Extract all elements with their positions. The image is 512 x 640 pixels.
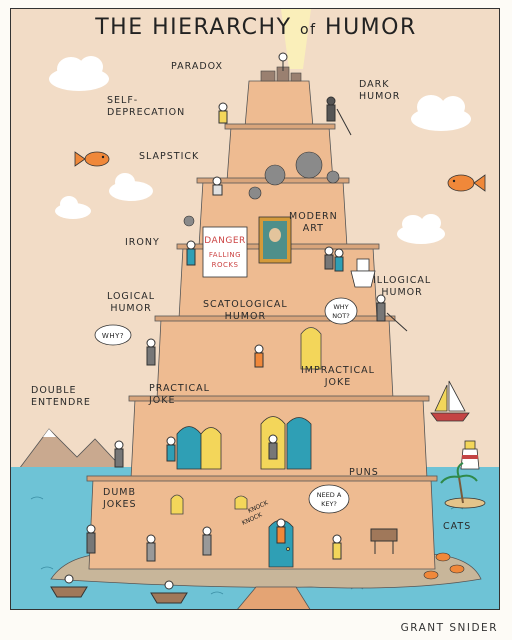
bubble-why-not-line2: NOT? xyxy=(332,312,349,320)
toilet xyxy=(350,258,376,288)
label-puns: PUNS xyxy=(349,467,379,478)
figure-paradox xyxy=(278,52,288,71)
cloud-right xyxy=(397,214,445,244)
palm-island xyxy=(440,462,486,509)
sign-falling-text: FALLING xyxy=(209,251,241,259)
figure-logical-humor xyxy=(146,338,156,366)
figure-practical-joke xyxy=(166,436,176,462)
lighthouse xyxy=(460,440,480,470)
title-of: of xyxy=(300,22,317,38)
figure-double-entendre xyxy=(114,440,124,468)
window-arch-scatological xyxy=(300,327,322,370)
sign-rocks-text: ROCKS xyxy=(212,261,239,269)
flying-fish-left xyxy=(74,151,110,167)
tier-1 xyxy=(88,478,436,570)
sign-danger-text: DANGER xyxy=(204,236,246,246)
speech-bubble-need-key: NEED A KEY? xyxy=(308,484,350,514)
figure-self-deprecation xyxy=(218,102,228,124)
figure-illogical-humor xyxy=(376,294,408,332)
speech-bubble-why: WHY? xyxy=(94,324,132,346)
figure-slapstick xyxy=(212,176,223,196)
falling-rocks xyxy=(183,151,340,227)
bubble-why-text: WHY? xyxy=(102,332,124,340)
cloud-top-left xyxy=(49,56,109,91)
bubble-need-key-line2: KEY? xyxy=(321,500,337,508)
figure-modern-art xyxy=(324,246,344,272)
door-practical-left xyxy=(176,426,202,470)
label-practical-joke: PRACTICAL JOKE xyxy=(149,383,210,406)
figure-boat xyxy=(50,574,88,598)
figure-dumb-jokes xyxy=(86,524,212,562)
cloud-mid-left xyxy=(109,173,153,201)
comic-frame: DANGER FALLING ROCKS WHY? WHY NOT? NEED … xyxy=(10,8,500,610)
tower-illustration: DANGER FALLING ROCKS WHY? WHY NOT? NEED … xyxy=(11,9,499,609)
donkey xyxy=(370,528,398,554)
doors xyxy=(176,416,312,568)
label-logical-humor: LOGICAL HUMOR xyxy=(107,291,156,314)
cloud-top-right xyxy=(411,95,471,131)
door-practical-right xyxy=(200,427,222,470)
label-cats: CATS xyxy=(443,521,472,532)
label-dumb-jokes: DUMB JOKES xyxy=(103,487,137,510)
tier-7 xyxy=(244,80,314,128)
label-dark-humor: DARK HUMOR xyxy=(359,79,401,102)
light-beam xyxy=(281,9,311,69)
door-impractical xyxy=(286,417,312,470)
label-irony: IRONY xyxy=(125,237,160,248)
danger-sign: DANGER FALLING ROCKS xyxy=(202,226,248,278)
bubble-why-not-line1: WHY xyxy=(333,303,348,311)
figure-impractical-joke xyxy=(268,434,278,460)
figure-scatological xyxy=(254,344,264,368)
label-self-deprecation: SELF- DEPRECATION xyxy=(107,95,186,118)
label-modern-art: MODERN ART xyxy=(289,211,338,234)
artist-signature: GRANT SNIDER xyxy=(400,622,498,634)
label-illogical-humor: ILLOGICAL HUMOR xyxy=(373,275,432,298)
cats xyxy=(423,552,465,580)
label-double-entendre: DOUBLE ENTENDRE xyxy=(31,385,91,408)
label-scatological-humor: SCATOLOGICAL HUMOR xyxy=(203,299,288,322)
speech-bubble-why-not: WHY NOT? xyxy=(324,297,358,325)
title-post: HUMOR xyxy=(325,15,417,40)
figure-irony xyxy=(186,240,196,266)
path xyxy=(237,586,311,609)
bubble-need-key-line1: NEED A xyxy=(317,491,342,499)
label-slapstick: SLAPSTICK xyxy=(139,151,200,162)
windows xyxy=(170,327,322,515)
figure-dark-humor xyxy=(326,96,352,136)
comic-title: THE HIERARCHY of HUMOR xyxy=(11,15,499,40)
figure-key-asker xyxy=(332,534,342,560)
modern-art-painting xyxy=(258,216,292,264)
figure-boat-right xyxy=(150,580,188,604)
sailboat xyxy=(430,380,470,422)
window-small xyxy=(234,495,248,510)
cloud-left xyxy=(55,196,91,219)
rubble xyxy=(260,66,302,82)
flying-fish-right xyxy=(447,174,486,192)
title-pre: THE HIERARCHY xyxy=(95,15,292,40)
window-dumb-jokes xyxy=(170,494,184,515)
label-impractical-joke: IMPRACTICAL JOKE xyxy=(301,365,375,388)
figures xyxy=(50,52,408,604)
figure-doorstep xyxy=(276,518,286,544)
label-paradox: PARADOX xyxy=(171,61,224,72)
